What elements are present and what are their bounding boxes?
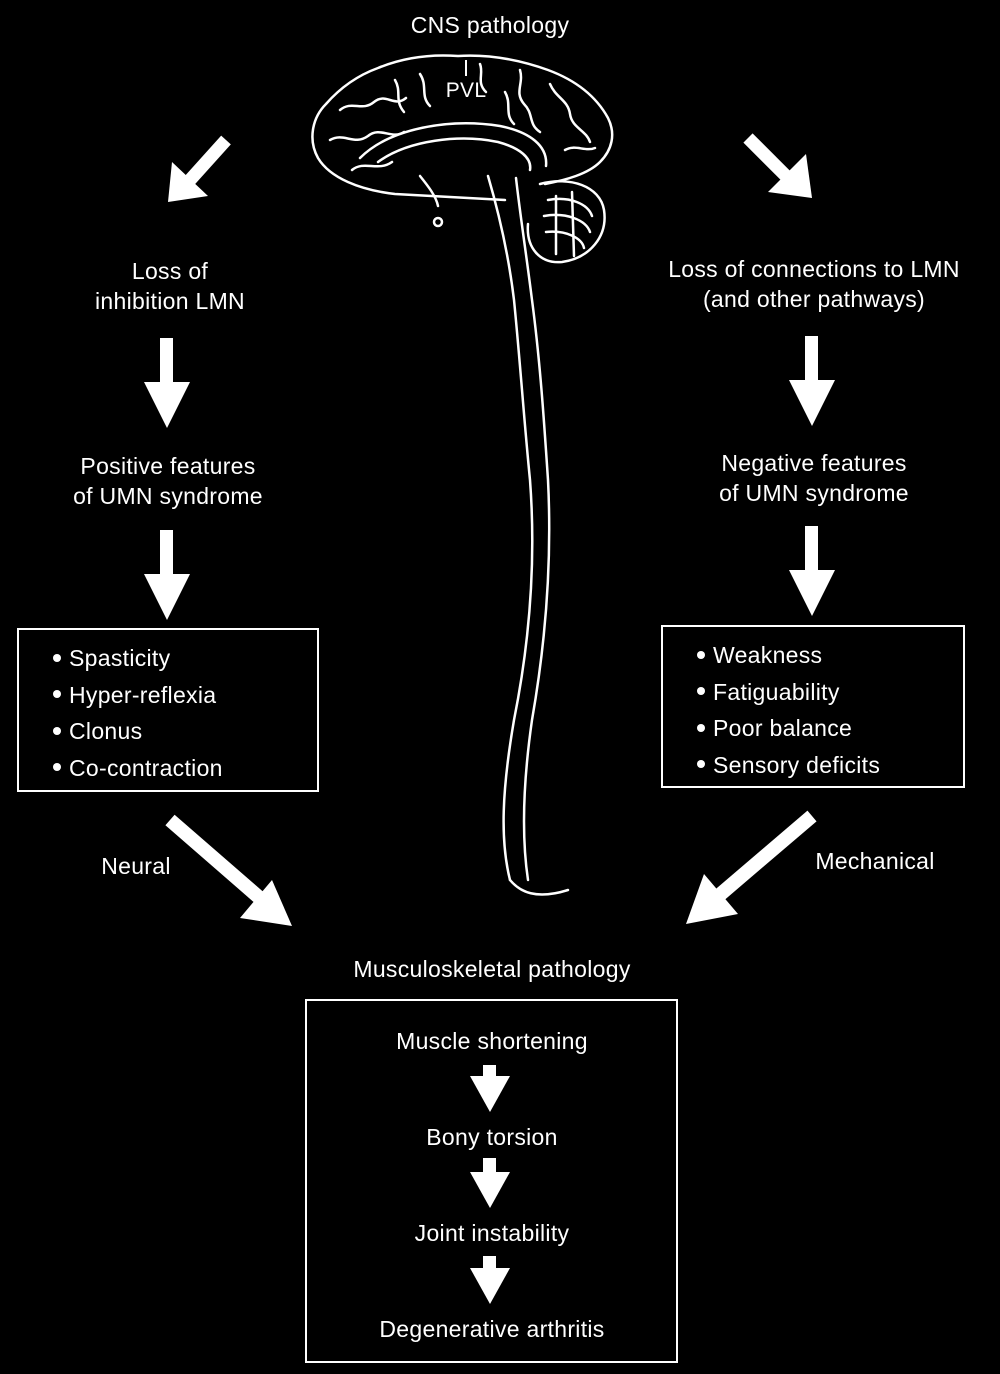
arrow-right-down-2 bbox=[789, 526, 835, 616]
step-joint-instability: Joint instability bbox=[414, 1220, 570, 1246]
arrow-left-down-1 bbox=[144, 338, 190, 428]
negative-features-box: Weakness Fatiguability Poor balance Sens… bbox=[661, 625, 965, 788]
step-arrow-1 bbox=[470, 1065, 510, 1112]
brain-illustration bbox=[311, 54, 614, 896]
step-bony-torsion: Bony torsion bbox=[426, 1124, 558, 1150]
left-cause-line-2: inhibition LMN bbox=[95, 288, 245, 314]
list-item: Poor balance bbox=[697, 710, 963, 747]
arrow-right-down-1 bbox=[789, 336, 835, 426]
bullet-icon bbox=[53, 763, 61, 772]
positive-features-list: Spasticity Hyper-reflexia Clonus Co-cont… bbox=[53, 640, 317, 786]
arrow-to-left-branch bbox=[168, 135, 231, 202]
step-arrow-3 bbox=[470, 1256, 510, 1304]
right-result-line-1: Negative features bbox=[721, 450, 907, 476]
negative-features-list: Weakness Fatiguability Poor balance Sens… bbox=[697, 637, 963, 783]
bullet-icon bbox=[53, 690, 61, 699]
list-item: Fatiguability bbox=[697, 674, 963, 711]
diagram-title: CNS pathology bbox=[410, 12, 570, 38]
right-result-line-2: of UMN syndrome bbox=[719, 480, 909, 506]
musculoskeletal-box bbox=[305, 999, 678, 1363]
left-result-line-2: of UMN syndrome bbox=[73, 483, 263, 509]
neural-label: Neural bbox=[101, 853, 171, 879]
bullet-icon bbox=[697, 650, 705, 659]
right-cause-line-2: (and other pathways) bbox=[702, 286, 926, 312]
bullet-icon bbox=[697, 760, 705, 769]
list-item: Sensory deficits bbox=[697, 747, 963, 784]
pvl-label: PVL bbox=[445, 79, 487, 102]
left-result-line-1: Positive features bbox=[80, 453, 256, 479]
bullet-icon bbox=[53, 726, 61, 735]
positive-features-box: Spasticity Hyper-reflexia Clonus Co-cont… bbox=[17, 628, 319, 792]
mechanical-arrow bbox=[686, 810, 817, 924]
mechanical-label: Mechanical bbox=[815, 848, 935, 874]
musculoskeletal-title: Musculoskeletal pathology bbox=[353, 956, 631, 982]
step-muscle-shortening: Muscle shortening bbox=[396, 1028, 588, 1054]
bullet-icon bbox=[53, 653, 61, 662]
step-arrow-2 bbox=[470, 1158, 510, 1208]
arrow-left-down-2 bbox=[144, 530, 190, 620]
left-cause-line-1: Loss of bbox=[131, 258, 209, 284]
list-item: Weakness bbox=[697, 637, 963, 674]
neural-arrow bbox=[165, 814, 292, 926]
list-item: Hyper-reflexia bbox=[53, 677, 317, 714]
bullet-icon bbox=[697, 723, 705, 732]
list-item: Co-contraction bbox=[53, 750, 317, 787]
bullet-icon bbox=[697, 687, 705, 696]
list-item: Clonus bbox=[53, 713, 317, 750]
list-item: Spasticity bbox=[53, 640, 317, 677]
arrow-to-right-branch bbox=[743, 133, 812, 198]
right-cause-line-1: Loss of connections to LMN bbox=[668, 256, 960, 282]
step-degenerative-arthritis: Degenerative arthritis bbox=[379, 1316, 605, 1342]
